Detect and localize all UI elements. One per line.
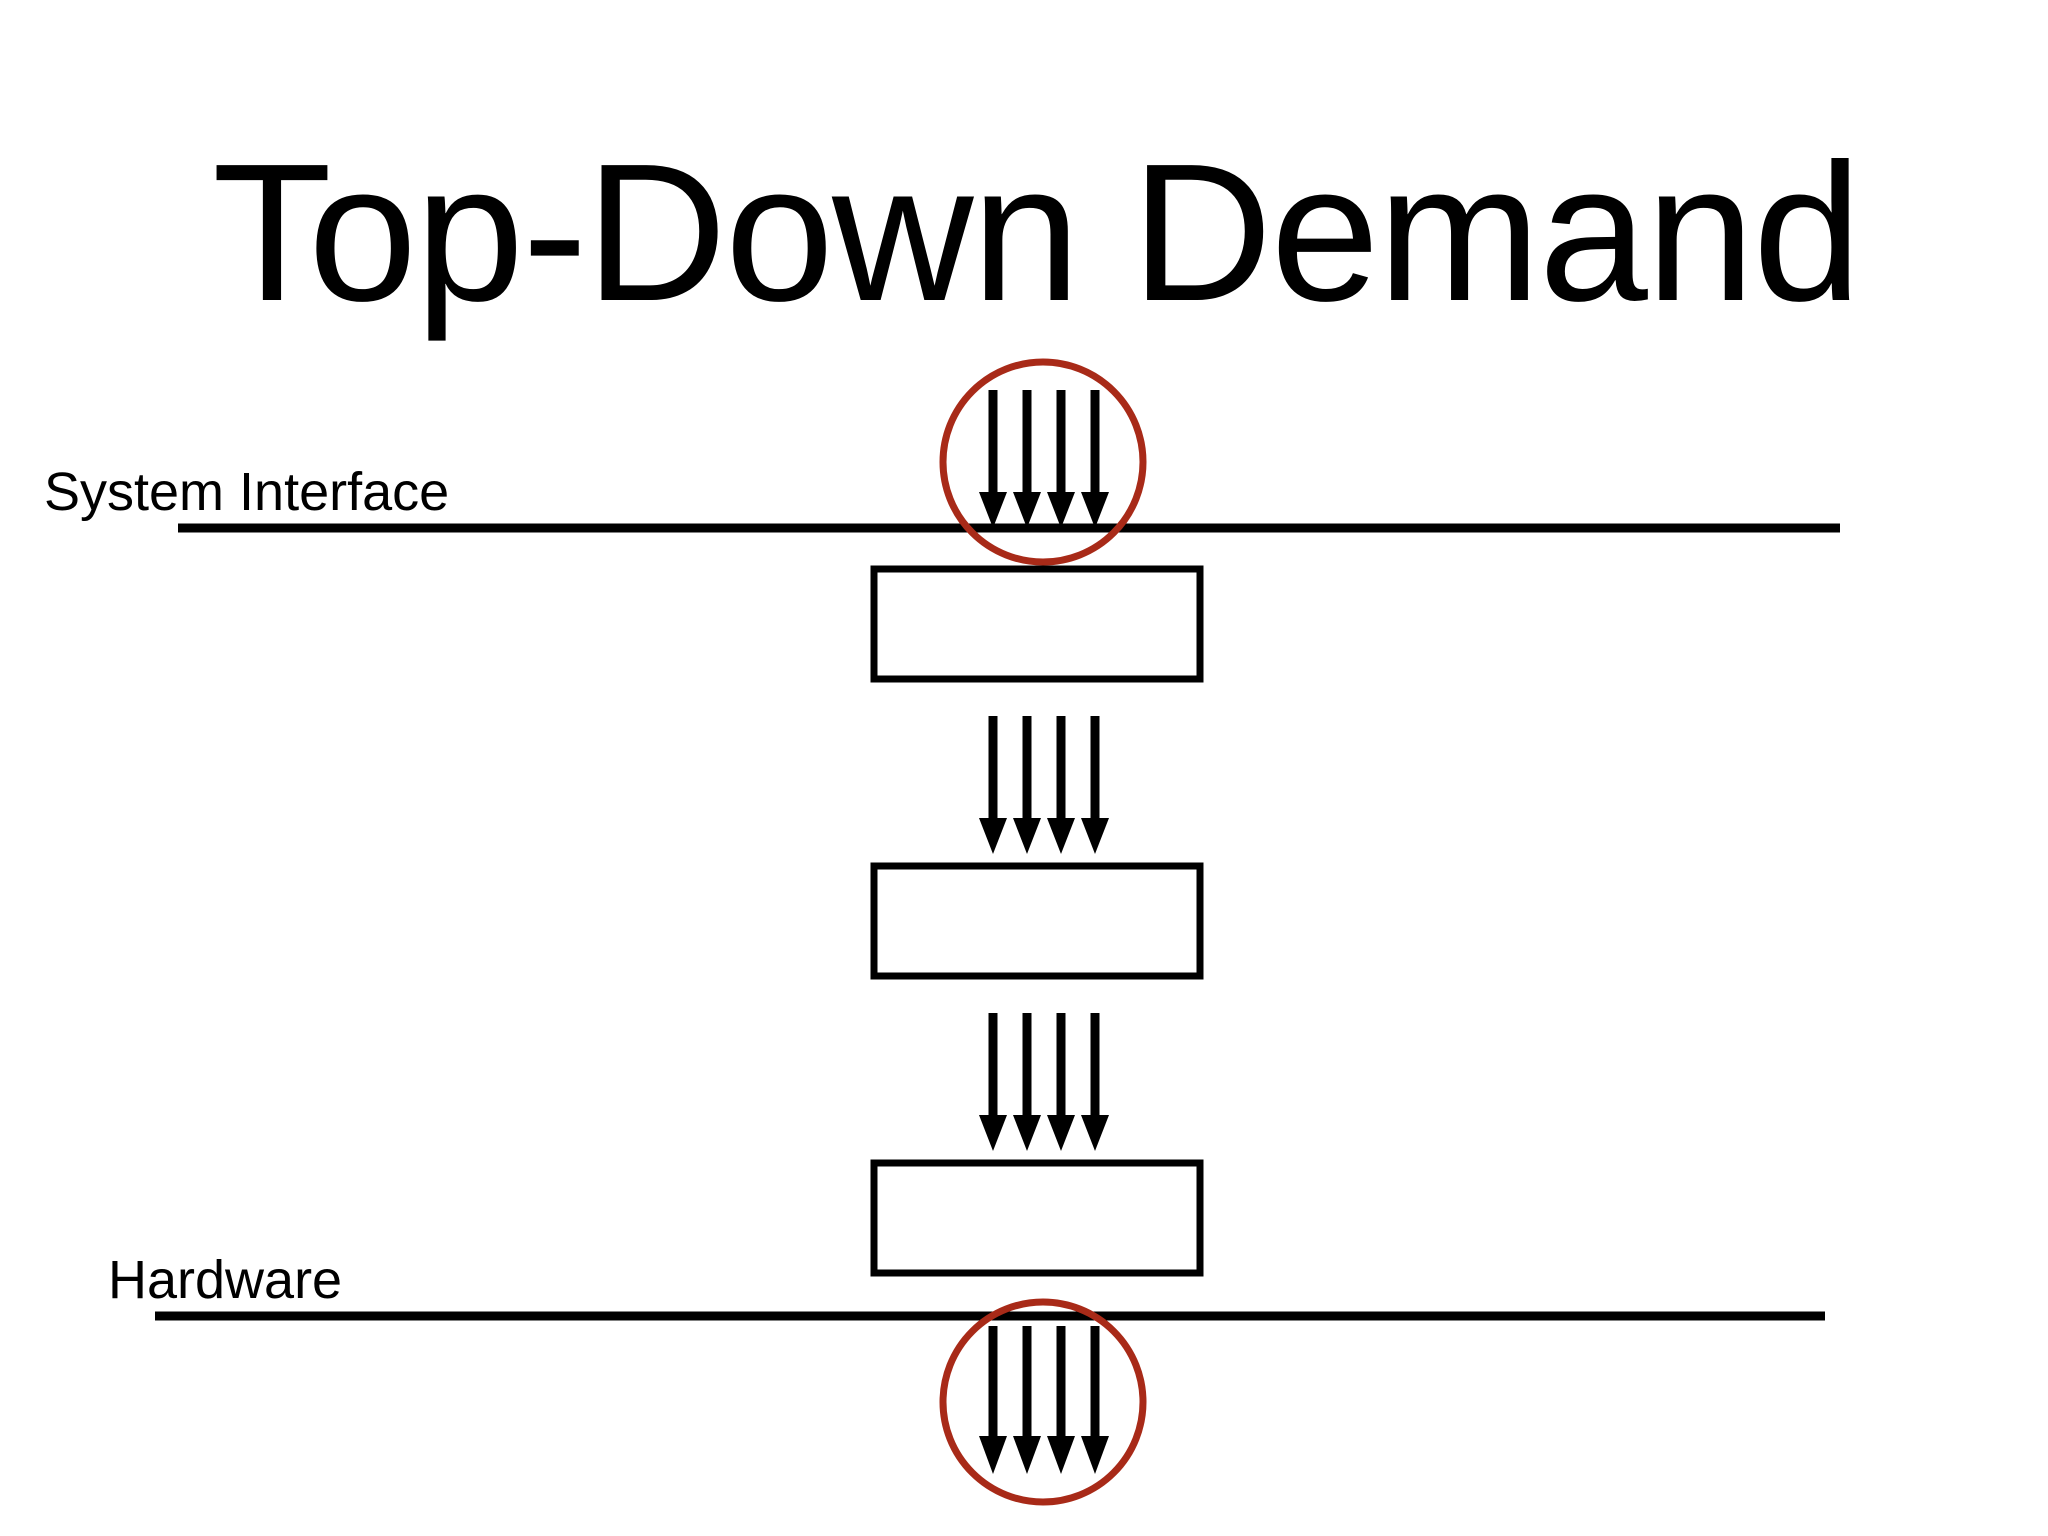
arrow-group-bottom bbox=[979, 1326, 1109, 1474]
flow-arrow-head bbox=[1013, 1436, 1041, 1474]
arrow-group-middle-2 bbox=[979, 1013, 1109, 1151]
module-box-1[interactable] bbox=[870, 565, 1204, 683]
arrow-group-top bbox=[979, 390, 1109, 528]
flow-arrow-head bbox=[1047, 1436, 1075, 1474]
arrow-group-middle-1 bbox=[979, 716, 1109, 854]
flow-arrow-head bbox=[979, 492, 1007, 528]
flow-arrow-head bbox=[1013, 492, 1041, 528]
flow-arrow-head bbox=[1047, 1115, 1075, 1151]
highlight-circle-bottom bbox=[939, 1298, 1147, 1506]
flow-arrow-head bbox=[1013, 818, 1041, 854]
flow-arrow-head bbox=[1081, 818, 1109, 854]
flow-arrow-head bbox=[979, 818, 1007, 854]
hardware-label: Hardware bbox=[108, 1250, 342, 1310]
highlight-circle-top bbox=[939, 358, 1147, 566]
page-title: Top-Down Demand bbox=[212, 123, 1860, 342]
flow-arrow-head bbox=[979, 1115, 1007, 1151]
flow-arrow-head bbox=[979, 1436, 1007, 1474]
flow-arrow-head bbox=[1081, 1115, 1109, 1151]
flow-arrow-head bbox=[1081, 492, 1109, 528]
system-interface-label: System Interface bbox=[44, 462, 449, 522]
flow-arrow-head bbox=[1081, 1436, 1109, 1474]
module-box-2[interactable] bbox=[870, 862, 1204, 980]
flow-arrow-head bbox=[1047, 818, 1075, 854]
flow-arrow-head bbox=[1047, 492, 1075, 528]
module-box-3[interactable] bbox=[870, 1159, 1204, 1277]
flow-arrow-head bbox=[1013, 1115, 1041, 1151]
